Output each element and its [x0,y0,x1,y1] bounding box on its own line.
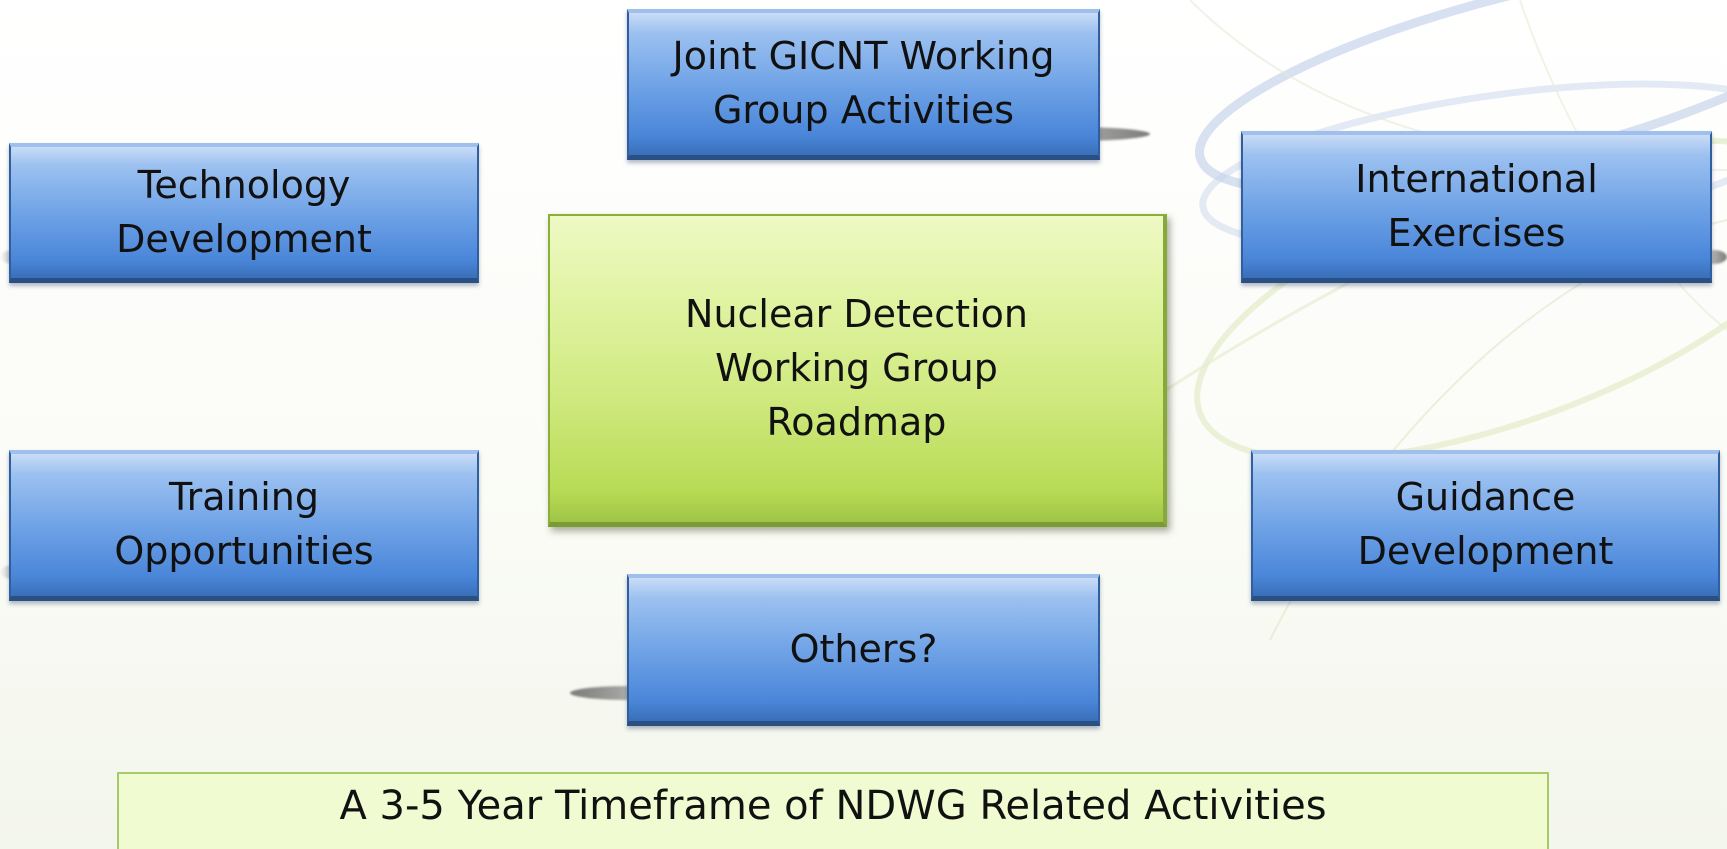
node-guidance-development: Guidance Development [1251,450,1720,601]
timeframe-text: A 3-5 Year Timeframe of NDWG Related Act… [339,783,1327,829]
node-others: Others? [627,574,1100,726]
node-label: Joint GICNT Working Group Activities [672,34,1055,132]
node-technology-development: Technology Development [9,143,479,283]
node-label: Guidance Development [1357,475,1614,573]
node-label: Others? [789,626,938,671]
node-label: International Exercises [1355,156,1598,255]
node-international-exercises: International Exercises [1241,131,1712,283]
node-label: Technology Development [116,162,372,261]
timeframe-banner: A 3-5 Year Timeframe of NDWG Related Act… [117,772,1549,849]
node-joint-gicnt-working-group-activities: Joint GICNT Working Group Activities [627,9,1100,160]
node-label: Training Opportunities [114,475,374,573]
node-training-opportunities: Training Opportunities [9,450,479,601]
center-node-nuclear-detection-roadmap: Nuclear Detection Working Group Roadmap [548,214,1167,527]
center-node-label: Nuclear Detection Working Group Roadmap [685,292,1028,444]
